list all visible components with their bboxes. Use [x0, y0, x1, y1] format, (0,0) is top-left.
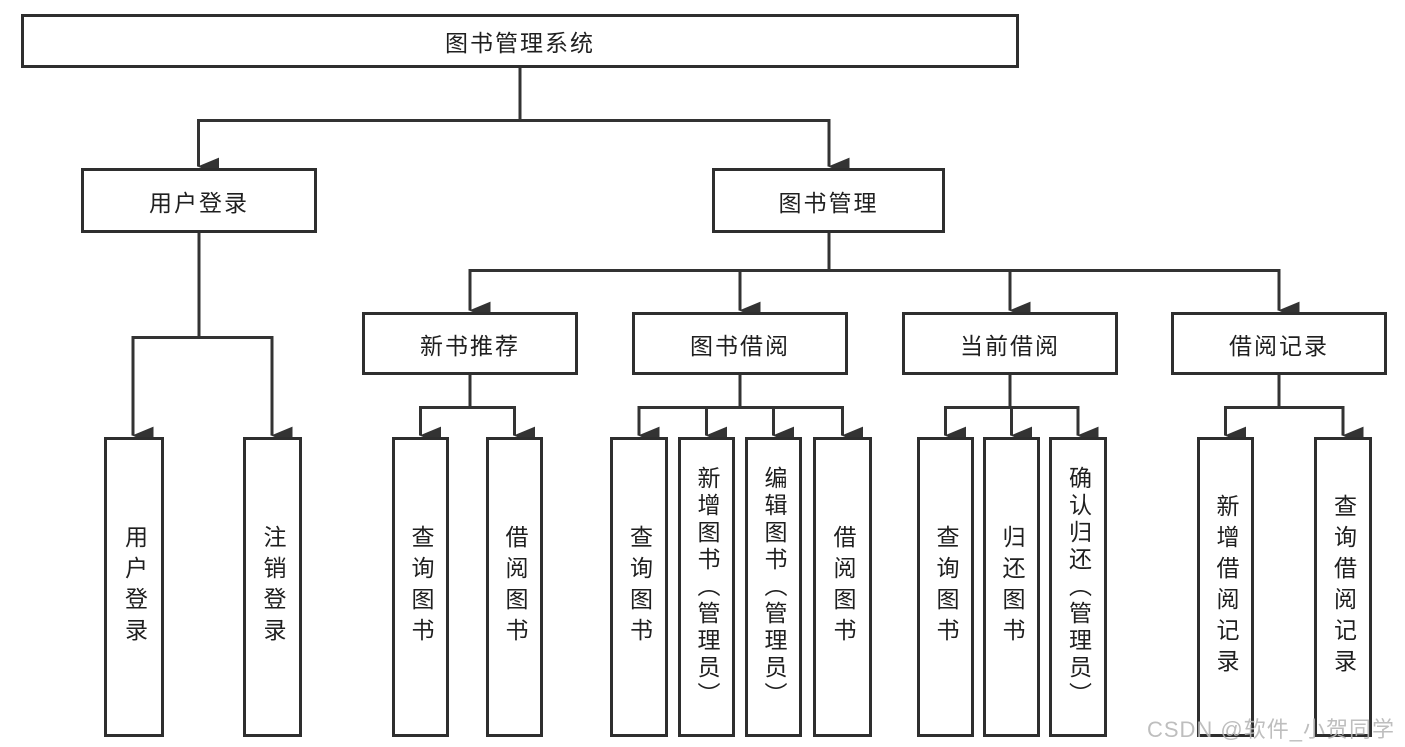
csdn-watermark: CSDN @软件_小贺同学 — [1146, 717, 1395, 742]
node-borrow-records-label: 借阅记录 — [1229, 332, 1329, 359]
leaf-query-books-borrow: 查询图书 — [610, 437, 668, 737]
node-new-book-recommend-label: 新书推荐 — [420, 332, 520, 359]
leaf-query-books-borrow-label: 查询图书 — [626, 525, 653, 649]
leaf-query-books-current-label: 查询图书 — [933, 525, 959, 649]
leaf-add-book-admin-label: 新增图书（管理员） — [694, 465, 720, 709]
node-root: 图书管理系统 — [21, 14, 1019, 68]
leaf-edit-book-admin-label: 编辑图书（管理员） — [761, 465, 787, 709]
node-book-management: 图书管理 — [712, 168, 945, 233]
leaf-confirm-return-admin: 确认归还（管理员） — [1049, 437, 1107, 737]
leaf-add-book-admin: 新增图书（管理员） — [678, 437, 735, 737]
leaf-borrow-books: 借阅图书 — [813, 437, 872, 737]
leaf-query-books-recommend-label: 查询图书 — [408, 525, 434, 649]
leaf-logout: 注销登录 — [243, 437, 302, 737]
leaf-query-books-current: 查询图书 — [917, 437, 974, 737]
leaf-user-login-label: 用户登录 — [121, 525, 148, 649]
node-root-label: 图书管理系统 — [445, 30, 595, 56]
leaf-logout-label: 注销登录 — [260, 525, 286, 649]
node-book-borrowing-label: 图书借阅 — [690, 332, 790, 359]
leaf-confirm-return-admin-label: 确认归还（管理员） — [1065, 465, 1092, 709]
leaf-return-book: 归还图书 — [983, 437, 1040, 737]
leaf-user-login: 用户登录 — [104, 437, 164, 737]
leaf-borrow-books-recommend-label: 借阅图书 — [502, 525, 528, 649]
node-new-book-recommend: 新书推荐 — [362, 312, 578, 375]
node-book-management-label: 图书管理 — [778, 189, 879, 216]
node-current-borrowing: 当前借阅 — [902, 312, 1118, 375]
node-user-login-label: 用户登录 — [149, 189, 249, 216]
node-book-borrowing: 图书借阅 — [632, 312, 848, 375]
leaf-borrow-books-label: 借阅图书 — [830, 525, 856, 649]
leaf-return-book-label: 归还图书 — [999, 525, 1025, 649]
node-current-borrowing-label: 当前借阅 — [960, 332, 1060, 359]
leaf-query-borrow-record-label: 查询借阅记录 — [1330, 494, 1357, 680]
leaf-query-borrow-record: 查询借阅记录 — [1314, 437, 1372, 737]
leaf-edit-book-admin: 编辑图书（管理员） — [745, 437, 802, 737]
leaf-add-borrow-record: 新增借阅记录 — [1197, 437, 1254, 737]
node-borrow-records: 借阅记录 — [1171, 312, 1387, 375]
node-user-login: 用户登录 — [81, 168, 317, 233]
leaf-borrow-books-recommend: 借阅图书 — [486, 437, 543, 737]
leaf-add-borrow-record-label: 新增借阅记录 — [1213, 494, 1239, 680]
leaf-query-books-recommend: 查询图书 — [392, 437, 449, 737]
